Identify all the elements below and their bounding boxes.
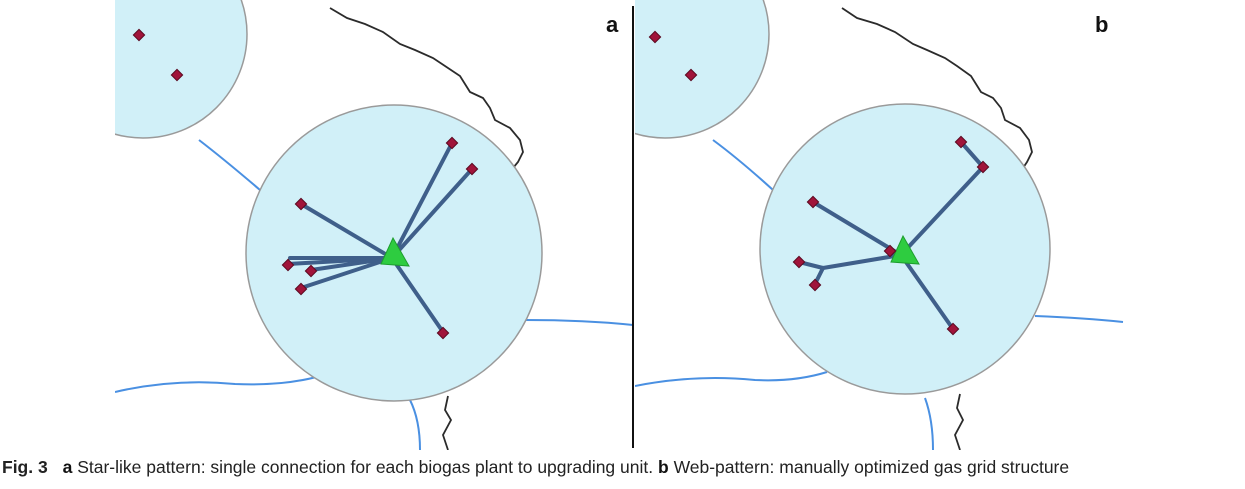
biogas-plant-diamond-icon: [445, 136, 459, 150]
pipe-line: [390, 141, 454, 260]
biogas-plant-diamond-icon: [294, 197, 308, 211]
border-line: [954, 393, 965, 450]
biogas-plants: [132, 28, 479, 340]
biogas-plant-diamond-icon: [648, 30, 662, 44]
caption-b-text: Web-pattern: manually optimized gas grid…: [673, 457, 1070, 477]
figure-caption: Fig. 3 a Star-like pattern: single conne…: [2, 457, 1242, 478]
supply-area-circle-upper: [115, 0, 248, 139]
river-line: [115, 375, 321, 393]
biogas-plant-diamond-icon: [294, 282, 308, 296]
panel-a-map: [115, 0, 633, 450]
upgrading-unit-triangle-icon: [380, 236, 410, 267]
biogas-plants: [648, 30, 990, 336]
supply-area-circle-upper: [635, 0, 770, 139]
upgrading-unit-triangle-icon: [890, 234, 920, 265]
pipe-line: [309, 256, 394, 272]
pipe-line: [811, 200, 903, 257]
biogas-plant-diamond-icon: [132, 28, 146, 42]
river-line: [198, 139, 261, 191]
biogas-plant-diamond-icon: [806, 195, 820, 209]
biogas-plant-diamond-icon: [436, 326, 450, 340]
border-line: [442, 395, 453, 450]
pipe-line: [299, 256, 394, 290]
pipe-line: [390, 167, 474, 260]
biogas-plant-diamond-icon: [883, 244, 897, 258]
panel-b-map: [635, 0, 1124, 450]
pipe-line: [390, 256, 445, 334]
biogas-plant-diamond-icon: [281, 258, 295, 272]
border-line: [841, 7, 1033, 169]
figure-label: Fig. 3: [2, 457, 48, 477]
biogas-plant-diamond-icon: [946, 322, 960, 336]
biogas-plant-diamond-icon: [304, 264, 318, 278]
panel-a-letter: a: [606, 12, 619, 37]
pipe-network-star: [286, 141, 474, 334]
biogas-plant-diamond-icon: [954, 135, 968, 149]
river-line: [924, 397, 934, 450]
biogas-plant-diamond-icon: [976, 160, 990, 174]
river-line: [712, 139, 774, 191]
biogas-plant-diamond-icon: [684, 68, 698, 82]
caption-b-letter: b: [657, 457, 669, 477]
biogas-plant-diamond-icon: [808, 278, 822, 292]
caption-a-letter: a: [62, 457, 73, 477]
biogas-plant-diamond-icon: [465, 162, 479, 176]
pipe-line: [299, 202, 394, 260]
border-line: [329, 7, 524, 169]
river-line: [635, 371, 828, 387]
panel-a-star-pattern: [115, 0, 633, 450]
figure: a: [115, 0, 1145, 450]
panel-b-web-pattern: [635, 0, 1145, 450]
panel-divider: [632, 6, 634, 448]
river-line: [1034, 315, 1124, 323]
caption-a-text: Star-like pattern: single connection for…: [77, 457, 654, 477]
panel-b-letter: b: [1095, 12, 1109, 37]
pipe-line: [899, 253, 955, 331]
river-line: [409, 399, 421, 450]
river-line: [524, 319, 633, 326]
biogas-plant-diamond-icon: [170, 68, 184, 82]
biogas-plant-diamond-icon: [792, 255, 806, 269]
